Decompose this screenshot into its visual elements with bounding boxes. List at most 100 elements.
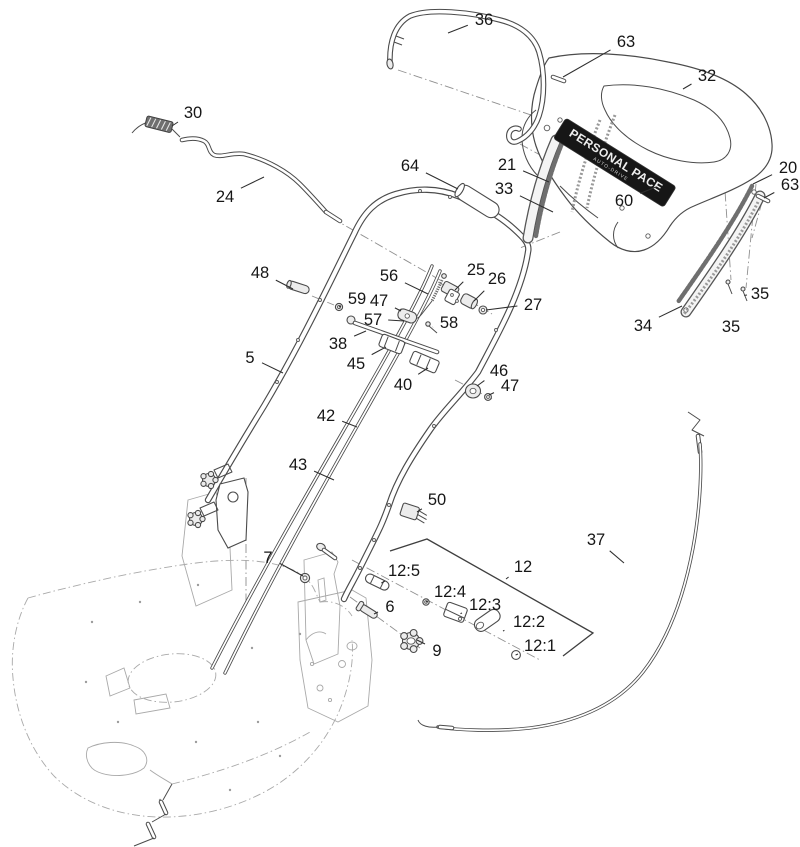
leader-line-46-23 [476,380,485,387]
shift-rod-24 [182,139,343,224]
screw-35-b [740,286,748,302]
leader-line-24-4 [240,176,265,189]
traction-cable-37 [417,411,705,732]
callout-64-5: 64 [401,157,419,175]
nut-47-lower [484,393,492,401]
leader-line-21-6 [522,170,550,183]
rod-38 [346,315,440,355]
callout-12-5-34: 12:5 [388,562,420,580]
grommet-46 [464,383,482,399]
mower-deck [11,478,373,818]
callout-36-0: 36 [475,11,493,29]
callout-42-29: 42 [317,407,335,425]
callout-40-22: 40 [394,376,412,394]
leader-line-9-40 [416,639,426,645]
leader-line-42-29 [342,420,358,428]
leader-line-37-32 [609,550,625,564]
leader-line-12-5-34 [381,580,386,584]
callout-37-32: 37 [587,531,605,549]
leader-line-20-9 [752,174,773,185]
clevis-pin-6 [355,600,378,619]
callout-12-3-37: 12:3 [469,596,501,614]
leader-line-12-4-36 [425,600,429,603]
nut-27 [478,305,488,315]
callout-6-38: 6 [385,598,394,616]
leader-line-34-26 [658,305,683,318]
callout-32-2: 32 [698,67,716,85]
left-handle-channel-33 [522,134,562,244]
leader-line-43-30 [313,470,335,481]
callout-35-28: 35 [722,318,740,336]
bushing-26 [460,293,479,310]
leader-line-12-1-41 [515,653,519,656]
leader-line-33-7 [519,195,554,213]
callout-47-15: 47 [370,292,388,310]
callout-35-27: 35 [751,285,769,303]
callout-26-14: 26 [488,270,506,288]
deck-cable-end [133,783,173,847]
leader-line-26-14 [473,290,485,302]
callout-9-40: 9 [432,642,441,660]
callout-58-19: 58 [440,314,458,332]
callout-56-12: 56 [380,267,398,285]
callout-27-17: 27 [524,296,542,314]
nut-12-4 [422,598,430,606]
callout-20-9: 20 [779,159,797,177]
lower-handle-tube [208,190,528,600]
upper-housing [521,53,773,253]
block-12-3 [443,601,468,623]
leader-line-59-16 [338,305,342,308]
leader-line-57-18 [388,319,405,322]
leader-line-48-11 [275,279,294,290]
callout-47-24: 47 [501,377,519,395]
leader-line-56-12 [404,282,429,295]
pin-48 [286,279,310,295]
knob-9 [400,628,424,654]
leader-line-5-25 [261,362,284,374]
callout-21-6: 21 [498,156,516,174]
group-12-bracket [389,538,595,657]
callout-30-3: 30 [184,104,202,122]
leader-line-63-1 [562,49,611,78]
callout-24-4: 24 [216,188,234,206]
right-handle-channel-34 [680,189,766,318]
leader-line-6-38 [373,611,379,615]
handle-grip-64 [454,182,500,219]
callout-59-16: 59 [348,290,366,308]
traction-cable-43 [223,269,442,675]
callout-45-21: 45 [347,355,365,373]
leader-line-7-33 [279,563,304,577]
screw-35-a [725,279,733,295]
handle-knob-upper [200,470,219,490]
handle-knob-lower [187,509,206,529]
leader-line-27-17 [485,305,518,311]
callout-34-26: 34 [634,317,652,335]
wire-connector-50 [399,502,428,524]
callout-50-31: 50 [428,491,446,509]
callout-25-13: 25 [467,261,485,279]
leader-line-36-0 [447,24,468,34]
spring-30 [131,115,181,138]
callout-7-33: 7 [263,549,272,567]
callout-38-20: 38 [329,335,347,353]
callout-46-23: 46 [490,362,508,380]
deck-handle-mount-plate [303,551,341,665]
screw-58 [425,321,438,334]
leader-line-25-13 [454,281,464,291]
leader-line-47-24 [488,392,495,396]
bushing-25 [440,280,460,306]
leader-line-12-2-39 [502,629,505,632]
leader-line-50-31 [416,508,423,513]
sleeve-12-5 [364,573,390,591]
callout-12-4-36: 12:4 [434,583,466,601]
leader-line-64-5 [425,172,459,190]
leader-line-32-2 [682,83,692,90]
latch-40 [409,350,440,374]
deck-engine-circle [127,653,217,703]
leader-line-40-22 [417,367,429,375]
sleeve-45 [378,333,406,355]
leader-line-47-15 [394,307,402,312]
pin-63-top [550,74,567,84]
